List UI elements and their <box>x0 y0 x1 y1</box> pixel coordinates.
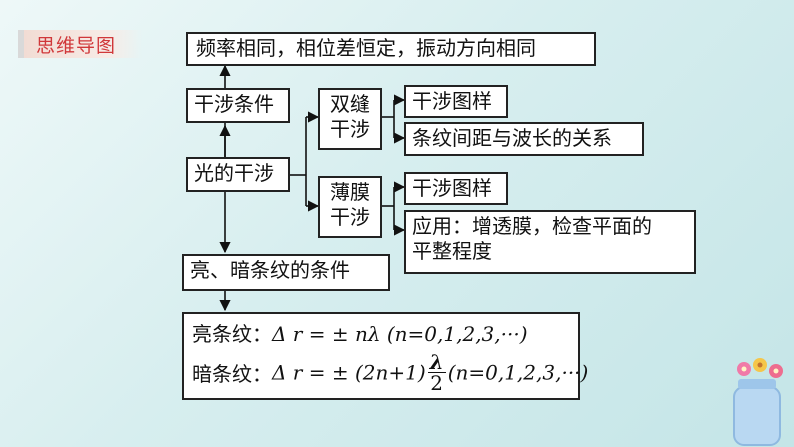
interference-condition-box: 干涉条件 <box>186 88 290 123</box>
dark-suffix: (n=0,1,2,3,···) <box>447 360 589 385</box>
fraction-numerator: λ <box>427 350 446 374</box>
application-line1: 应用：增透膜，检查平面的 <box>412 214 652 238</box>
thin-film-line1: 薄膜 <box>330 180 370 204</box>
mind-map-badge-label: 思维导图 <box>36 35 117 57</box>
application-line2: 平整程度 <box>412 239 492 263</box>
bright-dark-condition-text: 亮、暗条纹的条件 <box>190 258 350 282</box>
thin-film-pattern-text: 干涉图样 <box>412 176 492 200</box>
bright-expression: Δ r = ± nλ (n=0,1,2,3,···) <box>272 322 528 346</box>
double-slit-pattern-text: 干涉图样 <box>412 89 492 113</box>
fringe-relation-text: 条纹间距与波长的关系 <box>412 126 612 150</box>
top-condition-box: 频率相同，相位差恒定，振动方向相同 <box>186 32 596 66</box>
fringe-relation-box: 条纹间距与波长的关系 <box>404 122 644 156</box>
thin-film-box: 薄膜 干涉 <box>318 176 382 238</box>
formula-box: 亮条纹：Δ r = ± nλ (n=0,1,2,3,···) 暗条纹：Δ r =… <box>182 312 588 400</box>
dark-label: 暗条纹： <box>192 362 272 386</box>
fraction-denominator: 2 <box>430 371 444 395</box>
thin-film-line2: 干涉 <box>330 205 370 229</box>
double-slit-line1: 双缝 <box>330 92 370 116</box>
light-interference-text: 光的干涉 <box>194 161 274 185</box>
jar-lid <box>738 379 776 389</box>
flower-center-1 <box>741 366 747 372</box>
mind-map-badge: 思维导图 <box>18 30 142 58</box>
bright-formula-line: 亮条纹：Δ r = ± nλ (n=0,1,2,3,···) <box>192 318 528 347</box>
flower-center-2 <box>757 362 763 368</box>
double-slit-line2: 干涉 <box>330 117 370 141</box>
light-interference-box: 光的干涉 <box>186 157 290 192</box>
application-box: 应用：增透膜，检查平面的 平整程度 <box>404 210 696 274</box>
double-slit-pattern-box: 干涉图样 <box>404 85 508 118</box>
double-slit-box: 双缝 干涉 <box>318 88 382 150</box>
thin-film-pattern-box: 干涉图样 <box>404 172 508 205</box>
dark-prefix: Δ r = ± (2n+1) <box>272 360 426 385</box>
jar-body <box>733 386 781 446</box>
bright-label: 亮条纹： <box>192 322 272 346</box>
bright-dark-condition-box: 亮、暗条纹的条件 <box>182 254 390 291</box>
top-condition-text: 频率相同，相位差恒定，振动方向相同 <box>196 36 536 60</box>
flower-jar-decoration <box>733 358 783 446</box>
interference-condition-text: 干涉条件 <box>194 92 274 116</box>
flower-center-3 <box>773 368 779 374</box>
